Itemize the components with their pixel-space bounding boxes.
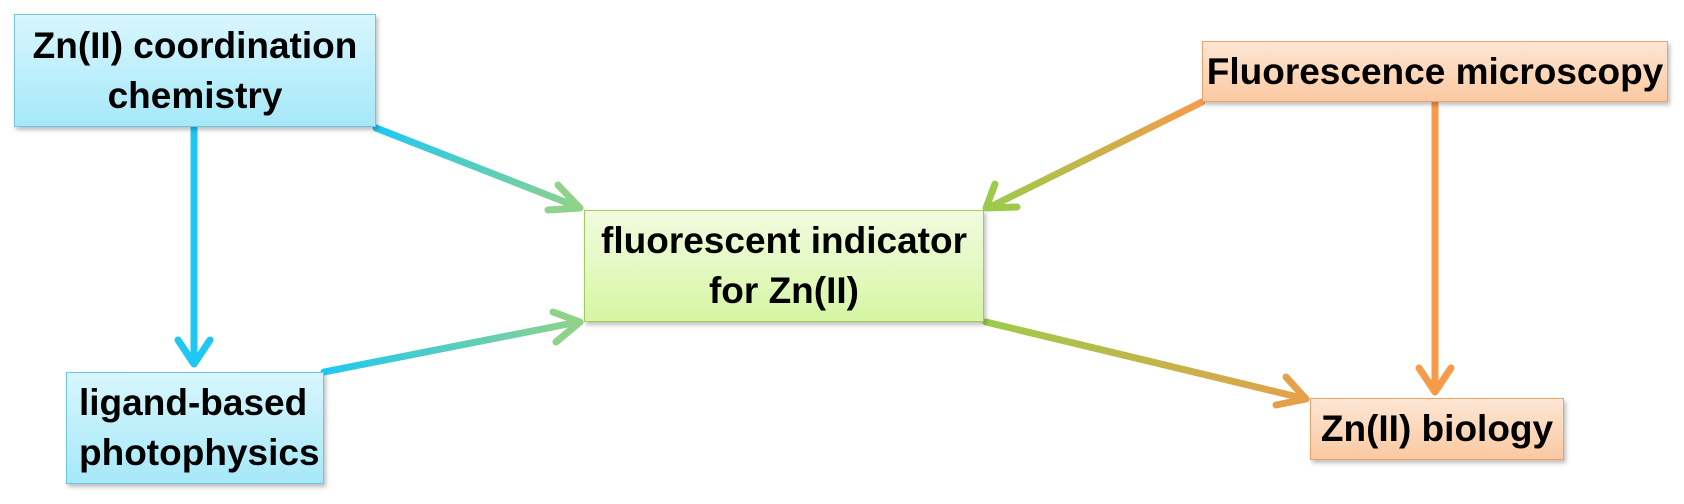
node-zn-coordination-chemistry: Zn(II) coordination chemistry (14, 14, 376, 127)
arrow-coord-to-indicator (372, 124, 584, 214)
arrow-ligand-to-indicator (320, 308, 584, 376)
node-label-line: photophysics (79, 432, 320, 473)
node-label-line: Zn(II) biology (1320, 408, 1554, 449)
node-label-line: Fluorescence microscopy (1206, 50, 1664, 92)
node-label-line: fluorescent indicator (601, 220, 967, 261)
node-ligand-based-photophysics: ligand-based photophysics (66, 372, 324, 484)
node-label-line: for Zn(II) (708, 270, 859, 311)
arrow-coord-to-ligand (174, 124, 214, 368)
arrow-indicator-to-biology (982, 318, 1310, 409)
node-label-line: Zn(II) coordination (32, 24, 358, 66)
arrow-microscopy-to-biology (1415, 98, 1455, 396)
node-label-line: chemistry (107, 74, 283, 116)
arrow-microscopy-to-indicator (982, 98, 1206, 212)
node-fluorescent-indicator: fluorescent indicator for Zn(II) (584, 210, 984, 322)
node-zn-biology: Zn(II) biology (1310, 398, 1564, 460)
node-fluorescence-microscopy: Fluorescence microscopy (1202, 41, 1668, 102)
node-label-line: ligand-based (79, 382, 308, 423)
